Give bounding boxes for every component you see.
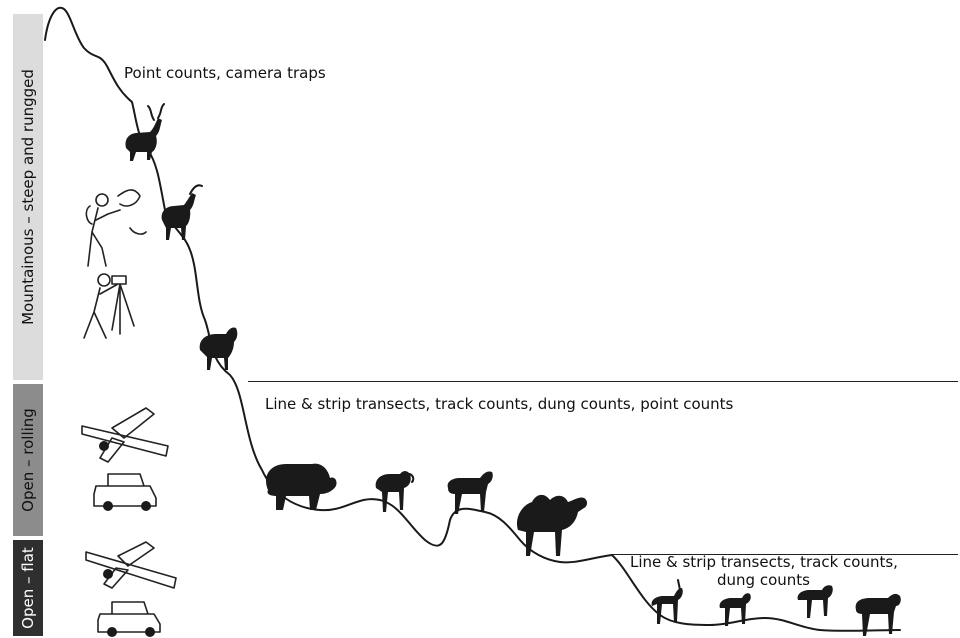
divider-flat <box>612 554 958 555</box>
band-mountainous: Mountainous – steep and rungged <box>13 14 43 380</box>
wild-ass-icon <box>447 471 493 514</box>
caption-flat-methods-line2: dung counts <box>717 571 810 589</box>
band-open-rolling: Open – rolling <box>13 384 43 536</box>
wild-sheep-icon <box>199 327 238 370</box>
kiang-icon <box>855 593 901 636</box>
caption-flat-methods-line1: Line & strip transects, track counts, <box>630 553 898 571</box>
antelope-icon <box>719 593 751 626</box>
divider-rolling <box>248 381 958 382</box>
airplane-icon-flat <box>85 541 177 589</box>
jeep-icon <box>93 473 157 511</box>
argali-icon <box>375 471 415 512</box>
ibex-icon <box>161 184 203 240</box>
jeep-icon-flat <box>97 601 161 637</box>
saiga-icon <box>797 585 833 618</box>
yak-icon <box>266 463 337 510</box>
caption-mountain-methods: Point counts, camera traps <box>124 64 326 82</box>
gazelle-icon <box>651 579 683 624</box>
markhor-icon <box>125 103 165 161</box>
caption-rolling-methods: Line & strip transects, track counts, du… <box>265 395 734 413</box>
terrain-profile-line <box>44 6 901 632</box>
airplane-icon <box>81 407 169 463</box>
band-open-flat: Open – flat <box>13 540 43 636</box>
hiker-icon <box>85 189 147 267</box>
surveyor-tripod-icon <box>83 273 135 339</box>
camel-icon <box>516 494 587 556</box>
